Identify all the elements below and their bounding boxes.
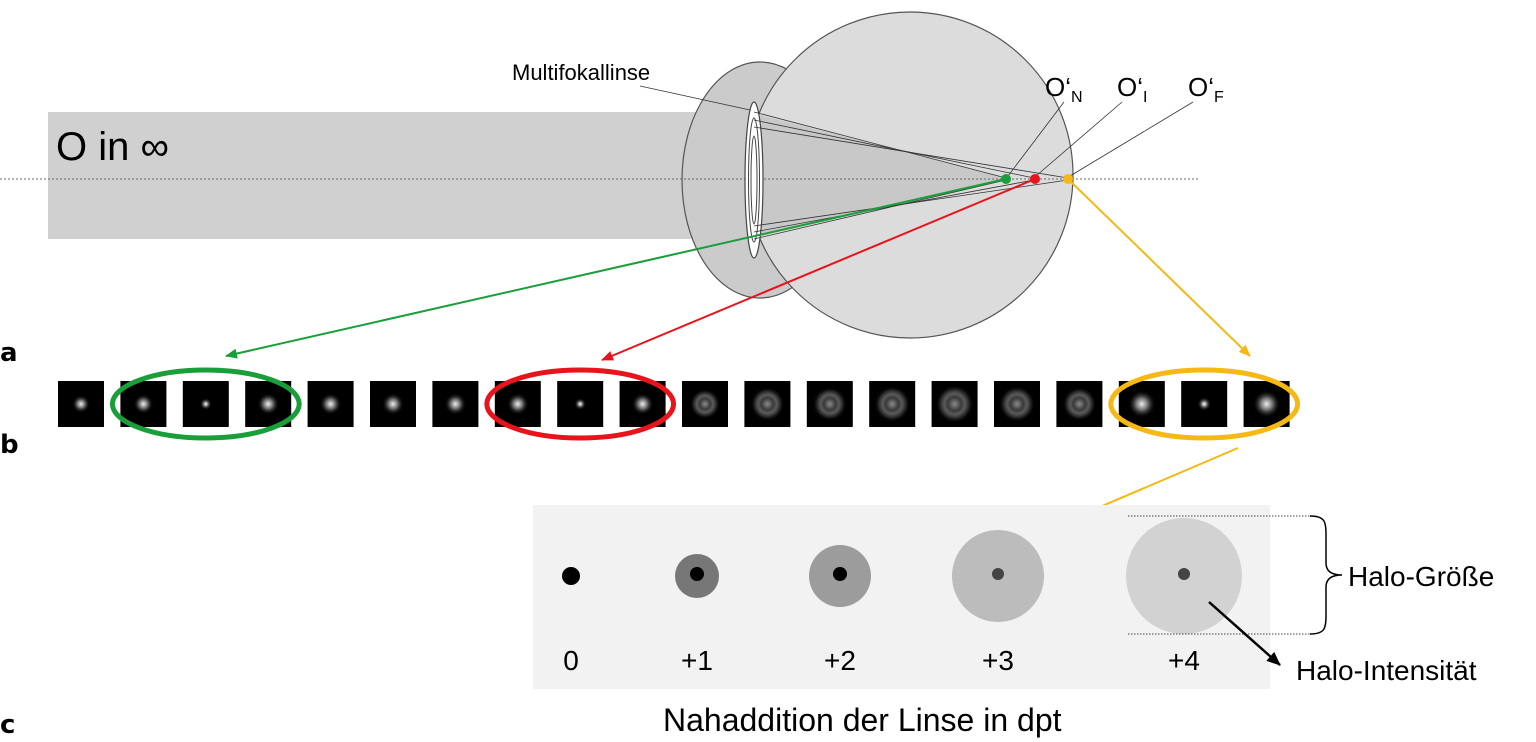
- halo-items: 0 +1 +2 +3 +4: [562, 518, 1242, 676]
- psf-tile: [182, 381, 229, 427]
- arrow-near-to-strip: [225, 178, 1007, 359]
- psf-tile: [245, 381, 292, 427]
- psf-tile: [1056, 381, 1103, 427]
- psf-spot: [631, 393, 654, 415]
- psf-spot: [1252, 390, 1281, 418]
- halo-addition-label: 0: [563, 645, 579, 676]
- psf-spot: [1197, 397, 1212, 411]
- psf-tile: [58, 381, 104, 427]
- psf-tile: [432, 381, 479, 427]
- psf-tile: [494, 381, 541, 427]
- lens-label-leader: [639, 85, 751, 111]
- psf-tile: [370, 381, 416, 427]
- psf-tile: [120, 381, 167, 427]
- halo-item: +2: [809, 545, 871, 676]
- halo-addition-label: +1: [681, 645, 713, 676]
- arrow-far-to-strip: [1067, 178, 1251, 357]
- converging-light-cone: [748, 112, 1006, 239]
- panel-label-c: c: [0, 710, 16, 740]
- psf-highlight-ellipse: [109, 367, 302, 441]
- psf-tile: [1181, 381, 1228, 427]
- eye-schematic: O in ∞ Multifokallinse O‘N O‘I O‘F: [0, 11, 1251, 361]
- psf-spot: [133, 394, 154, 414]
- halo-addition-label: +3: [982, 645, 1014, 676]
- halo-size-label: Halo-Größe: [1348, 561, 1494, 592]
- focal-label-intermediate: O‘I: [1117, 72, 1147, 106]
- halo-core-spot: [833, 567, 847, 581]
- object-at-infinity-label: O in ∞: [56, 125, 169, 169]
- psf-tile: [619, 381, 666, 427]
- focal-label-far: O‘F: [1188, 72, 1224, 106]
- psf-spot: [690, 389, 720, 419]
- focal-leader-near: [1007, 101, 1065, 177]
- psf-spot: [257, 393, 280, 415]
- psf-tile: [1118, 381, 1165, 427]
- psf-tile: [994, 381, 1040, 427]
- psf-tile: [1243, 381, 1290, 427]
- psf-spot: [574, 398, 587, 410]
- halo-addition-label: +4: [1168, 645, 1200, 676]
- psf-tile: [744, 381, 791, 427]
- psf-spot: [444, 393, 467, 415]
- panel-label-b: b: [0, 430, 19, 460]
- psf-tile: [931, 381, 978, 427]
- psf-strip: [58, 381, 1290, 427]
- psf-highlight-ellipse: [1108, 367, 1301, 441]
- incoming-light-beam: [48, 112, 760, 239]
- psf-spot: [750, 387, 785, 421]
- lens-ring-inner: [750, 135, 758, 225]
- psf-spot: [812, 387, 847, 421]
- halo-size-brace: [1309, 515, 1343, 635]
- psf-spot: [999, 386, 1035, 422]
- halo-core-spot: [992, 568, 1004, 580]
- psf-tile: [869, 381, 916, 427]
- halo-core-spot: [1178, 568, 1190, 580]
- psf-spot: [382, 393, 404, 415]
- psf-spot: [319, 393, 342, 415]
- halo-core-spot: [562, 567, 580, 585]
- arrow-intermediate-to-strip: [601, 178, 1036, 361]
- focal-leader-intermediate: [1035, 101, 1123, 177]
- psf-spot: [72, 395, 90, 413]
- halo-item: 0: [562, 567, 580, 676]
- psf-tile: [557, 381, 604, 427]
- panel-label-a: a: [0, 338, 18, 368]
- psf-spot: [199, 398, 212, 410]
- psf-highlights: [109, 367, 1301, 441]
- halo-intensity-label: Halo-Intensität: [1296, 655, 1477, 686]
- halo-intensity-arrow: [1208, 601, 1281, 666]
- halo-addition-label: +2: [824, 645, 856, 676]
- halo-item: +3: [952, 530, 1044, 676]
- psf-spot: [1127, 390, 1156, 418]
- psf-spot: [1062, 387, 1097, 421]
- focal-leader-far: [1069, 101, 1194, 177]
- focal-label-near: O‘N: [1045, 72, 1083, 106]
- psf-tile: [806, 381, 853, 427]
- lens-ring-outer: [748, 117, 760, 243]
- psf-highlight-ellipse: [484, 367, 677, 441]
- psf-spot: [874, 386, 911, 422]
- psf-spot: [935, 385, 974, 423]
- psf-spot: [506, 393, 529, 415]
- halo-item: +1: [675, 554, 719, 676]
- halo-core-spot: [690, 567, 704, 581]
- lens-label: Multifokallinse: [512, 60, 650, 85]
- ray-lines: [753, 111, 1069, 240]
- halo-axis-title: Nahaddition der Linse in dpt: [663, 702, 1062, 738]
- psf-tile: [682, 381, 728, 427]
- psf-tile: [307, 381, 354, 427]
